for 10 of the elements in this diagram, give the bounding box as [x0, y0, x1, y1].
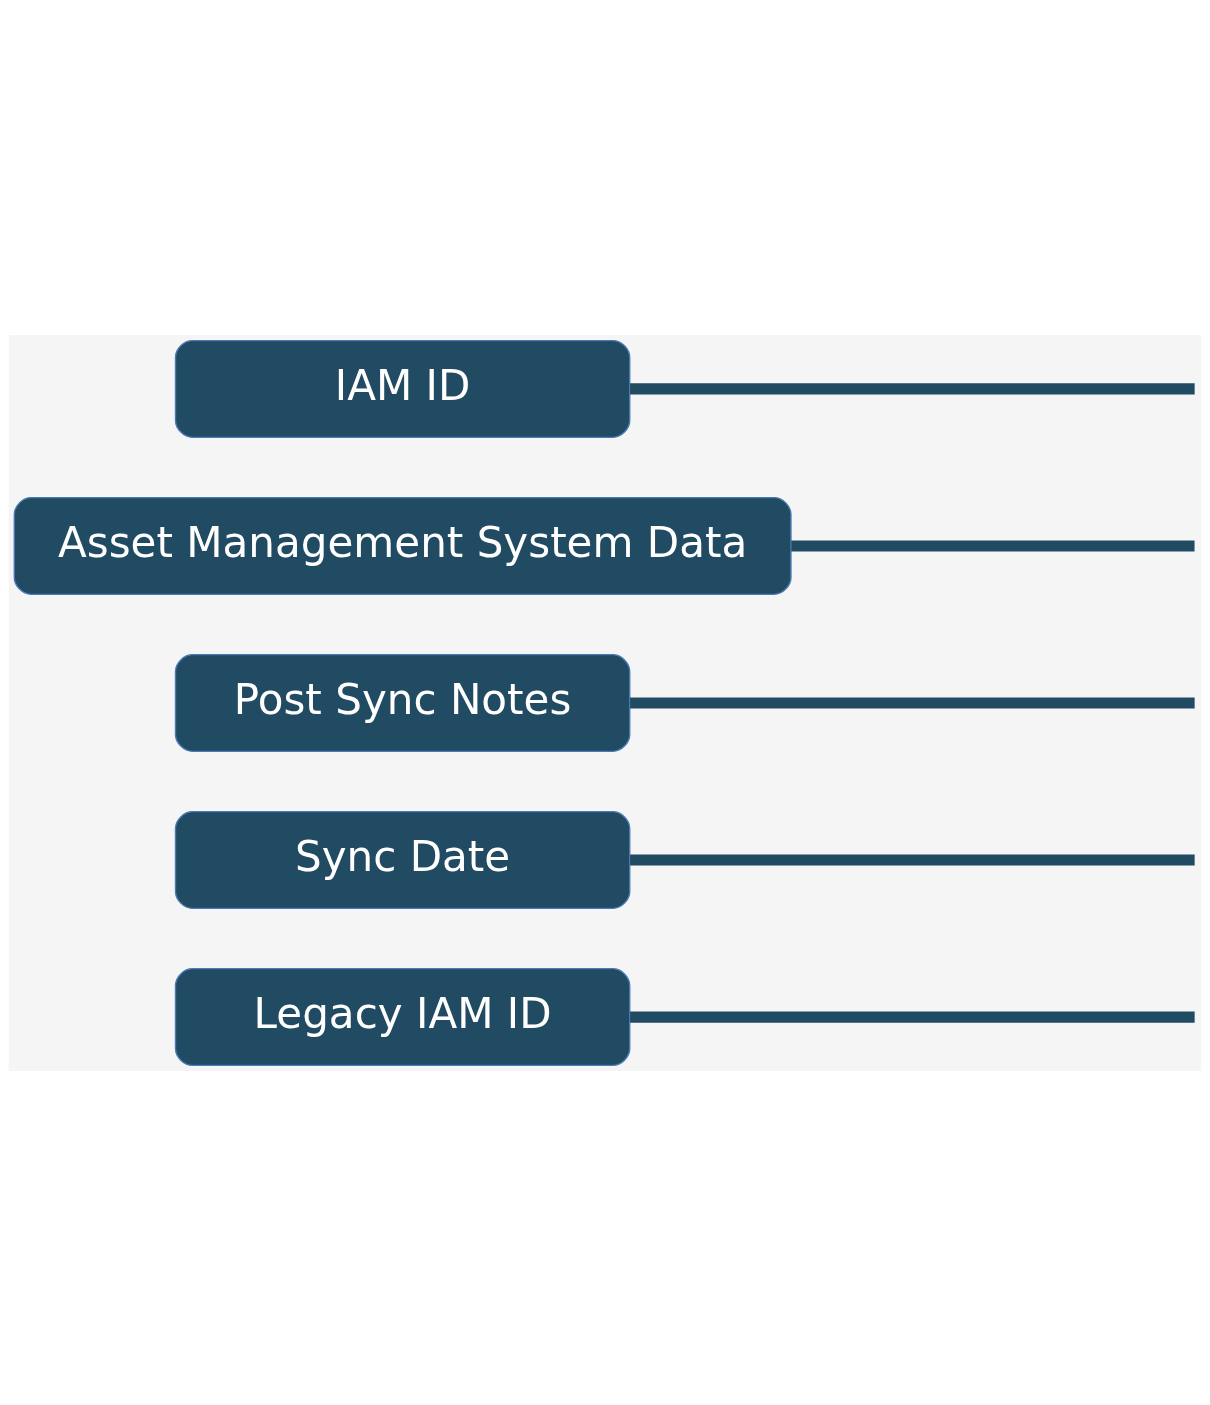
connector [630, 1010, 1195, 1023]
node-box: Post Sync Notes [174, 653, 631, 752]
node-box: Legacy IAM ID [174, 967, 631, 1066]
connector [630, 696, 1195, 709]
node-box: Sync Date [174, 810, 631, 909]
node-box: Asset Management System Data [13, 496, 792, 595]
node-box: IAM ID [174, 339, 631, 438]
connector [791, 539, 1195, 552]
connector [630, 853, 1195, 866]
connector [630, 382, 1195, 395]
